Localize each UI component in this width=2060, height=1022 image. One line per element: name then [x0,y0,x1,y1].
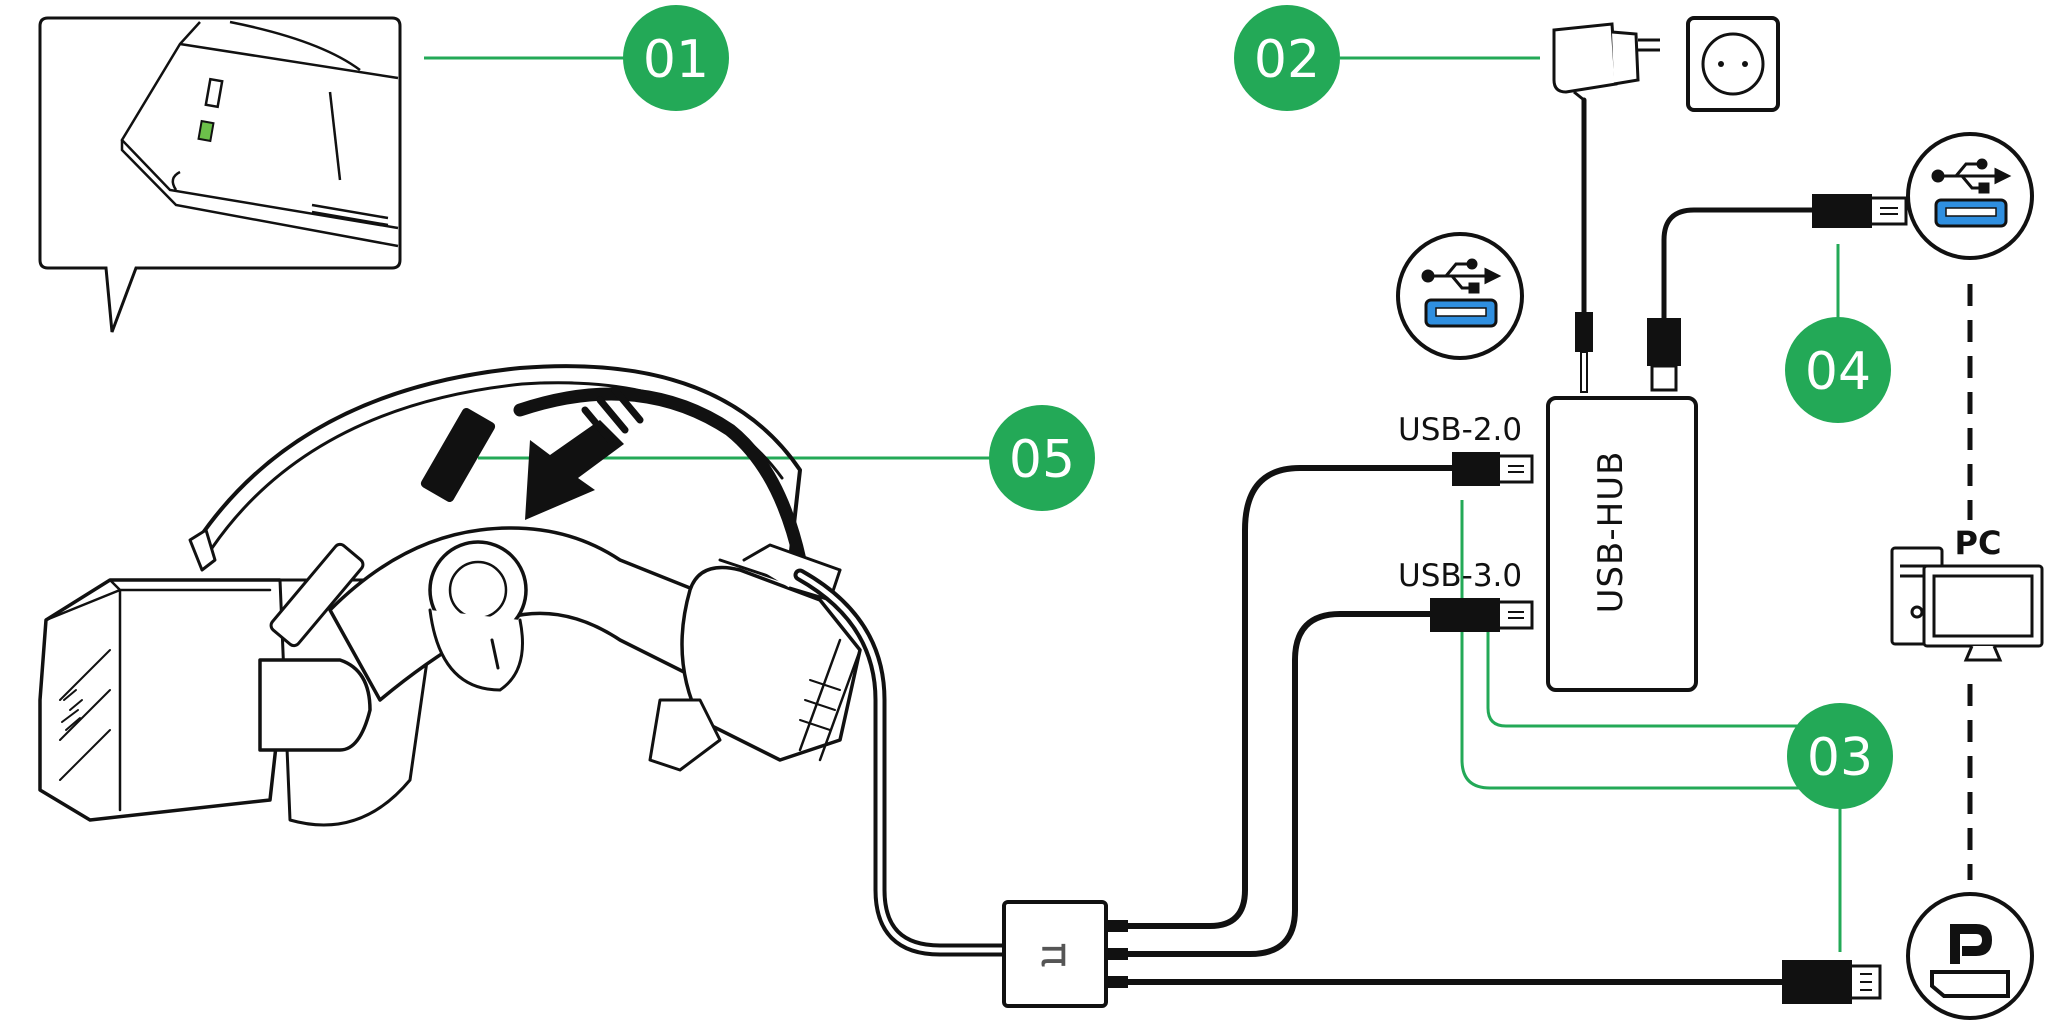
pc-label: PC [1955,524,2002,562]
displayport-icon [1906,892,2034,1020]
badge-05-label: 05 [1009,430,1075,490]
desktop-pc-icon [1890,546,2044,662]
usb-2-plug [1452,452,1534,486]
badge-02: 02 [1234,5,1340,111]
displayport-plug [1782,960,1882,1004]
usb-3-label: USB-3.0 [1398,558,1522,594]
hub-usb-plug [1647,318,1681,392]
wall-socket-icon [1686,16,1780,112]
dc-jack-icon [1575,312,1593,393]
usb-hub-label: USB-HUB [1591,451,1631,614]
usb-2-label: USB-2.0 [1398,412,1522,448]
zoom-callout [38,16,402,333]
cable-splitter-box: π [1002,900,1128,1008]
pc-usb-plug [1812,194,1908,228]
brand-logo-icon: π [1032,942,1081,967]
usb-hub: USB-HUB [1546,312,1698,692]
usb-trident-icon [1931,158,2012,194]
usb-3-plug [1430,598,1534,632]
usb-a-port-icon [1396,232,1524,360]
headset-detail-icon [120,20,399,248]
pc-usb-port-icon [1906,132,2034,260]
badge-01-label: 01 [643,30,709,90]
badge-01: 01 [623,5,729,111]
status-led-icon [197,119,215,143]
usb-trident-icon [1421,258,1502,294]
power-adapter-icon [1552,22,1660,102]
badge-03-label: 03 [1807,728,1873,788]
badge-04-label: 04 [1805,342,1871,402]
badge-02-label: 02 [1254,30,1320,90]
badge-04: 04 [1785,317,1891,423]
brand-mark-icon [61,689,83,731]
cables [793,97,1815,985]
vr-headset-icon [38,364,862,827]
badge-05: 05 [989,405,1095,511]
badge-03: 03 [1787,703,1893,809]
